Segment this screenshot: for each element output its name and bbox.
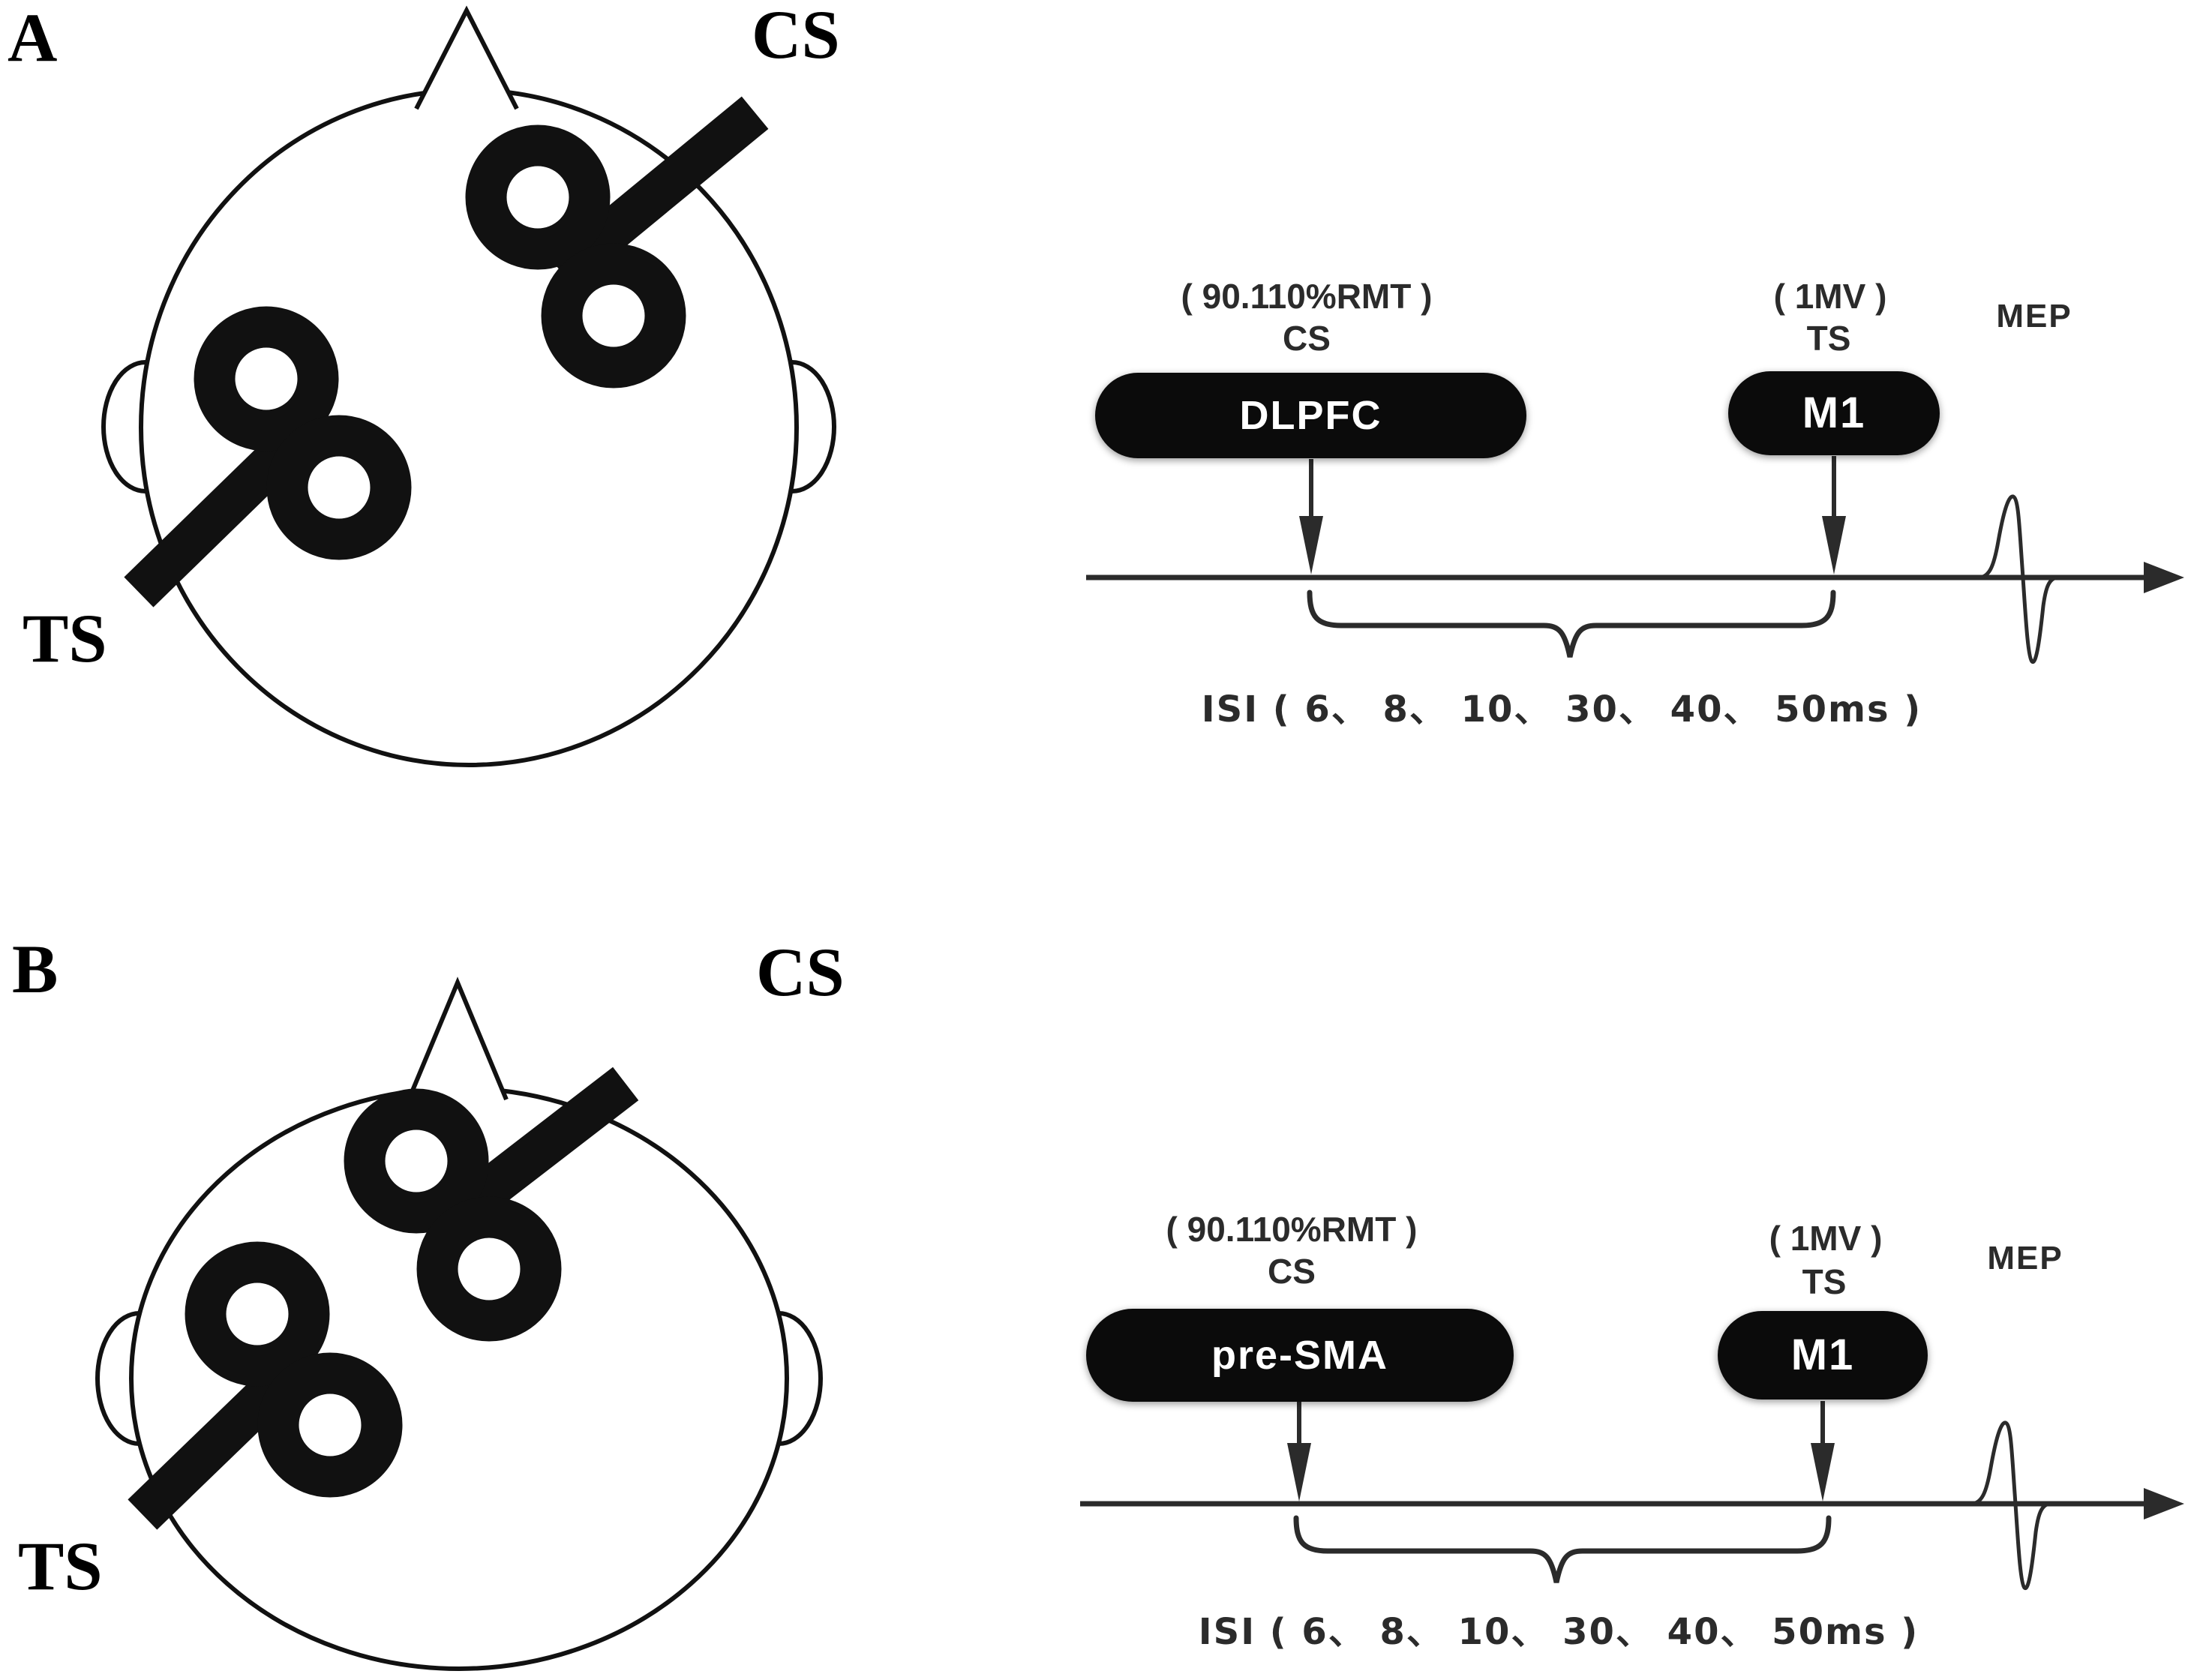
cs-target-pill: pre-SMA <box>1086 1309 1514 1402</box>
timeline-arrow-head-icon <box>2144 1488 2184 1520</box>
isi-brace <box>1307 590 1836 658</box>
ts-arrow-head-icon <box>1822 516 1846 574</box>
head-diagram-b <box>95 976 823 1671</box>
cs-coil-icon <box>344 1066 639 1342</box>
ts-coil-ring <box>257 1352 403 1498</box>
cs-coil-handle <box>548 96 769 289</box>
mep-label: MEP <box>1987 1240 2063 1276</box>
cs-coil-ring <box>416 1196 562 1342</box>
right-ear-icon <box>778 1311 823 1446</box>
left-ear-icon <box>101 360 146 494</box>
mep-label: MEP <box>1996 298 2072 334</box>
cs-arrow-head-icon <box>1299 516 1323 574</box>
ts-target-label: M1 <box>1802 388 1866 437</box>
cs-coil-ring <box>541 243 686 388</box>
ts-stimulus-label: TS <box>1806 319 1851 358</box>
ts-coil-label: TS <box>18 1528 103 1604</box>
ts-target-pill: M1 <box>1728 371 1940 455</box>
mep-waveform <box>1977 494 2059 664</box>
cs-intensity-label: ( 90.110%RMT ) <box>1166 1210 1418 1249</box>
ts-target-pill: M1 <box>1718 1311 1928 1400</box>
cs-stimulus-label: CS <box>1268 1252 1316 1291</box>
timing-diagram-b <box>1080 1401 2184 1590</box>
cs-coil-label: CS <box>752 0 840 73</box>
ts-coil-icon <box>124 306 412 608</box>
mep-waveform <box>1970 1420 2051 1590</box>
panel-label-b: B <box>12 931 59 1007</box>
cs-coil-ring <box>344 1088 489 1234</box>
cs-coil-icon <box>465 96 769 388</box>
cs-coil-handle <box>425 1066 639 1245</box>
ts-coil-ring <box>194 306 339 452</box>
cs-stimulus-label: CS <box>1283 319 1331 358</box>
cs-intensity-label: ( 90.110%RMT ) <box>1181 277 1433 316</box>
cs-arrow-head-icon <box>1287 1443 1311 1502</box>
ts-coil-label: TS <box>23 600 107 676</box>
ts-intensity-label: ( 1MV ) <box>1769 1219 1883 1258</box>
isi-label: ISI ( 6、 8、 10、 30、 40、 50ms ) <box>1201 688 1922 730</box>
panel-label-a: A <box>8 0 58 76</box>
timeline-arrow-head-icon <box>2144 562 2184 593</box>
cs-target-label: DLPFC <box>1239 393 1382 438</box>
left-ear-icon <box>95 1311 140 1446</box>
nose-icon <box>407 976 509 1101</box>
ts-coil-icon <box>128 1241 403 1530</box>
head-diagram-a <box>101 5 836 767</box>
cs-target-label: pre-SMA <box>1211 1333 1388 1378</box>
cs-target-pill: DLPFC <box>1095 373 1526 458</box>
ts-coil-ring <box>266 415 412 560</box>
ts-arrow-head-icon <box>1811 1443 1835 1502</box>
right-ear-icon <box>791 360 836 494</box>
isi-label: ISI ( 6、 8、 10、 30、 40、 50ms ) <box>1198 1611 1919 1653</box>
ts-target-label: M1 <box>1790 1330 1855 1379</box>
cs-coil-ring <box>465 124 611 270</box>
cs-coil-label: CS <box>756 934 845 1010</box>
isi-brace <box>1293 1515 1832 1583</box>
nose-icon <box>414 5 519 110</box>
ts-intensity-label: ( 1MV ) <box>1773 277 1887 316</box>
ts-stimulus-label: TS <box>1802 1262 1847 1301</box>
timing-diagram-a <box>1086 456 2184 664</box>
ts-coil-ring <box>185 1241 330 1387</box>
